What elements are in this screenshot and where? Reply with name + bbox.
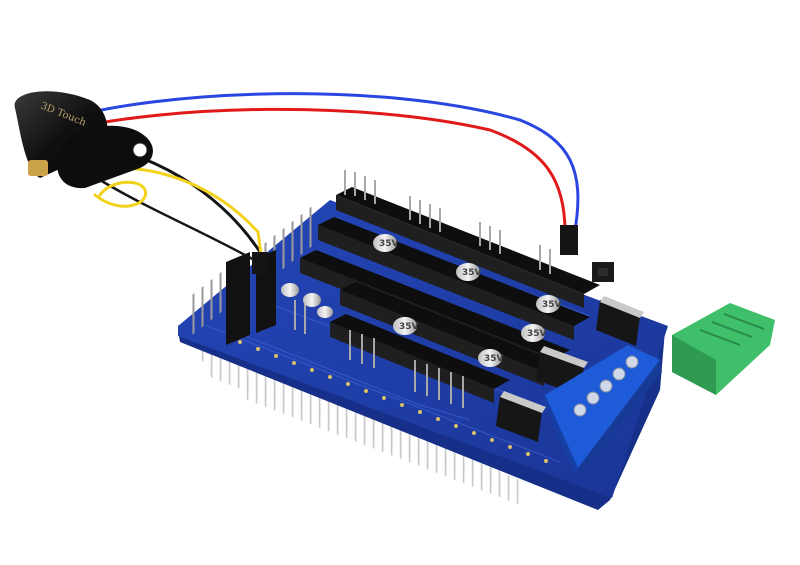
capacitor: 35V <box>393 317 419 335</box>
svg-text:35V: 35V <box>484 354 504 364</box>
svg-text:35V: 35V <box>542 300 562 310</box>
capacitor <box>281 283 299 297</box>
capacitor: 35V <box>478 349 504 367</box>
capacitor <box>303 293 321 307</box>
svg-text:35V: 35V <box>462 268 482 278</box>
svg-text:35V: 35V <box>379 239 399 249</box>
svg-text:35V: 35V <box>399 322 419 332</box>
capacitor: 35V <box>456 263 482 281</box>
capacitor <box>317 306 333 318</box>
power-terminal-block <box>543 345 662 478</box>
capacitor: 35V <box>536 295 562 313</box>
probe-connector <box>252 225 578 274</box>
probe-sensor: 3D Touch <box>14 91 153 189</box>
svg-text:35V: 35V <box>527 329 547 339</box>
connector-label: J10 <box>688 393 710 412</box>
reset-button <box>592 262 614 282</box>
capacitor: 35V <box>373 234 399 252</box>
mosfets <box>496 296 644 442</box>
socket-pins <box>294 170 551 408</box>
plus-label: + <box>654 425 672 442</box>
d9-label: D9 <box>642 439 665 464</box>
d8-label: D8 <box>666 397 689 422</box>
capacitors: 35V 35V 35V 35V 35V 35V <box>281 234 562 367</box>
capacitor: 35V <box>521 324 547 342</box>
green-connector-j10 <box>672 303 775 395</box>
